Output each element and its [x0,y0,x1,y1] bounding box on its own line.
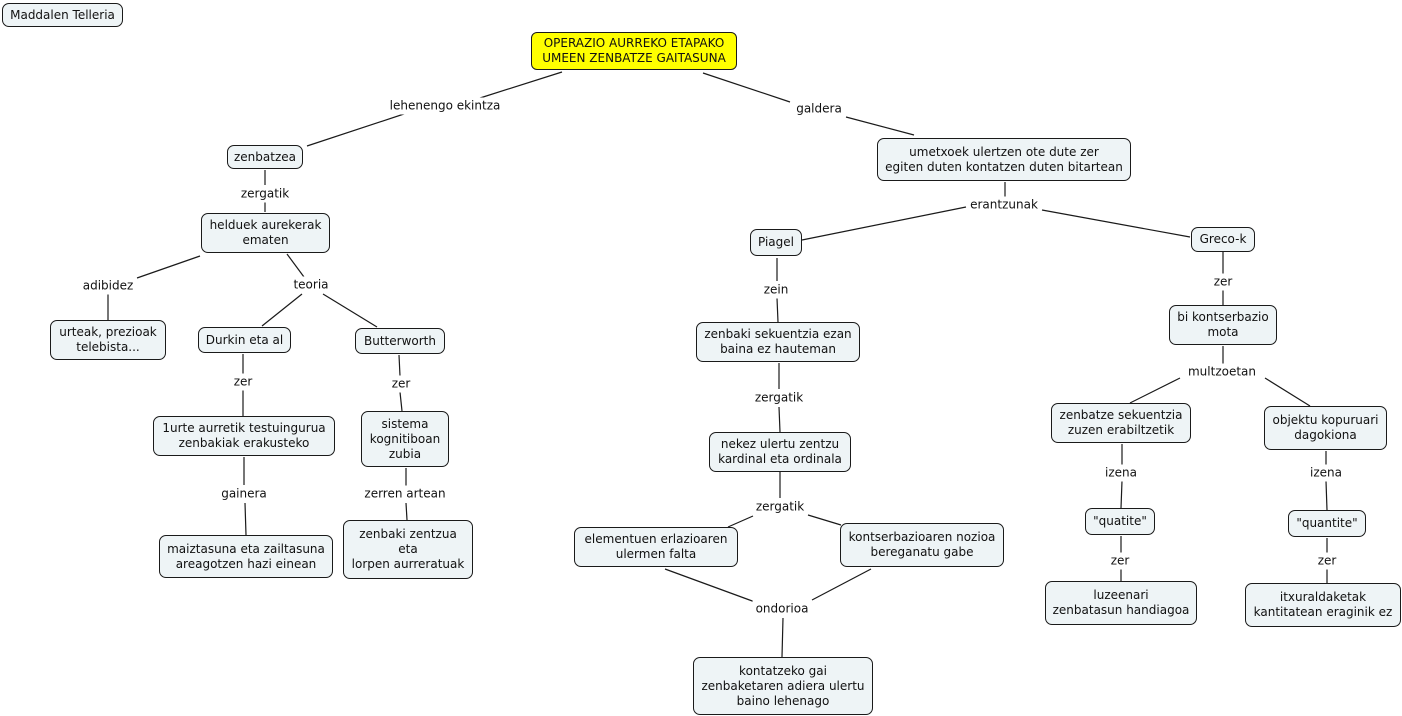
link-izena-1: izena [1102,464,1140,482]
link-zergatik-2: zergatik [751,389,807,407]
connector-line [778,406,781,433]
node-piagel[interactable]: Piagel [750,229,802,256]
connector-line [776,297,779,323]
node-zentzua[interactable]: zenbaki zentzua eta lorpen aurreratuak [343,520,473,579]
node-kontserbazio[interactable]: kontserbazioaren nozioa bereganatu gabe [840,523,1004,567]
connector-line [807,514,842,526]
node-durkin[interactable]: Durkin eta al [198,327,291,353]
root-concept[interactable]: OPERAZIO AURREKO ETAPAKO UMEEN ZENBATZE … [531,32,737,70]
connector-line [845,116,915,136]
connector-line [781,617,784,658]
connector-line [1129,377,1181,404]
node-helduek[interactable]: helduek aurekerak ematen [201,213,330,253]
connector-line [306,111,411,147]
connector-line [322,293,378,328]
node-zenbatzea[interactable]: zenbatzea [227,145,303,169]
node-zenbatze-sekuentzia[interactable]: zenbatze sekuentzia zuzen erabiltzetik [1051,403,1191,443]
connector-line [1264,377,1311,407]
node-quatite[interactable]: "quatite" [1085,508,1155,535]
link-galdera: galdera [793,100,845,118]
node-greco[interactable]: Greco-k [1191,227,1255,252]
connector-line [261,293,303,327]
node-objektu[interactable]: objektu kopuruari dagokiona [1264,406,1387,450]
connector-line [398,354,401,377]
link-zein: zein [760,281,792,299]
node-nekez[interactable]: nekez ulertu zentzu kardinal eta ordinal… [709,432,851,472]
link-lehenengo-ekintza: lehenengo ekintza [386,97,504,115]
link-zer-3: zer [1210,273,1236,291]
node-quantite[interactable]: "quantite" [1288,510,1366,537]
connector-line [244,502,247,536]
link-zer-2: zer [388,375,414,393]
node-sekuentzia[interactable]: zenbaki sekuentzia ezan baina ez hautema… [696,322,860,362]
node-bi-kontserbazio[interactable]: bi kontserbazio mota [1169,305,1277,345]
connector-line [1325,480,1328,511]
link-zer-1: zer [230,373,256,391]
node-urteak[interactable]: urteak, prezioak telebista... [50,320,166,360]
node-butterworth[interactable]: Butterworth [355,328,445,354]
link-zergatik-1: zergatik [237,185,293,203]
connector-line [399,391,403,412]
connector-line [1120,480,1123,509]
node-sistema[interactable]: sistema kognitiboan zubia [361,411,449,467]
link-ondorioa: ondorioa [752,600,812,618]
connector-line [811,568,872,601]
connector-line [702,72,791,103]
author-label: Maddalen Telleria [2,3,123,27]
link-erantzunak: erantzunak [967,196,1041,214]
connector-line [479,71,563,99]
connector-line [1041,209,1191,238]
node-elementuen[interactable]: elementuen erlazioaren ulermen falta [574,527,738,567]
link-zer-4: zer [1107,552,1133,570]
node-itxuraldaketak[interactable]: itxuraldaketak kantitatean eraginik ez [1245,583,1401,627]
link-teoria: teoria [290,276,332,294]
link-multzoetan: multzoetan [1184,363,1260,381]
node-1urte[interactable]: 1urte aurretik testuingurua zenbakiak er… [153,416,335,456]
link-adibidez: adibidez [79,277,137,295]
link-zergatik-3: zergatik [752,498,808,516]
node-luzeenari[interactable]: luzeenari zenbatasun handiagoa [1045,581,1197,625]
link-zer-5: zer [1314,552,1340,570]
link-gainera: gainera [218,485,270,503]
link-izena-2: izena [1307,464,1345,482]
connector-line [136,255,201,279]
node-kontatzeko[interactable]: kontatzeko gai zenbaketaren adiera ulert… [693,657,873,715]
connector-line [801,206,967,241]
node-umetxoek[interactable]: umetxoek ulertzen ote dute zer egiten du… [877,138,1131,181]
connector-line [405,502,408,521]
connector-line [286,253,305,278]
connector-line [664,568,756,603]
connector-line [727,515,754,528]
node-maiztasuna[interactable]: maiztasuna eta zailtasuna areagotzen haz… [159,535,333,578]
link-zerren-artean: zerren artean [361,485,449,503]
